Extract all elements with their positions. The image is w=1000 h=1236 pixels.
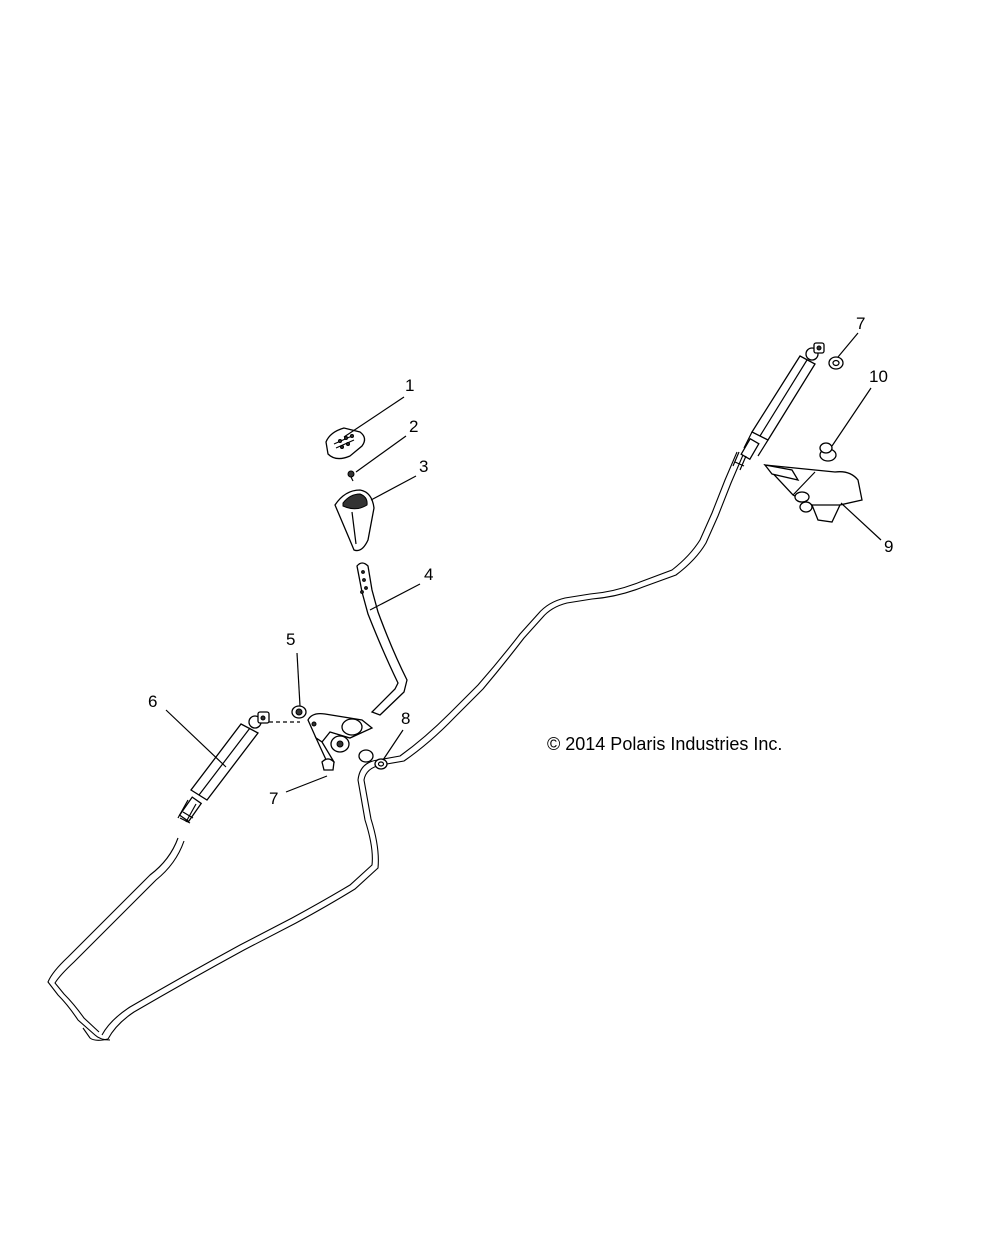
callout-5: 5 (286, 630, 296, 649)
shift-lever (356, 562, 408, 716)
leader-lines (165, 332, 882, 793)
callout-3: 3 (419, 457, 429, 476)
cable-end-lower (177, 711, 300, 824)
cable-end-upper (732, 342, 825, 471)
callout-8: 8 (401, 709, 411, 728)
shift-knob-insert (325, 427, 366, 460)
callout-1: 1 (405, 376, 415, 395)
callout-4: 4 (424, 565, 434, 584)
callout-2: 2 (409, 417, 419, 436)
callout-6: 6 (148, 692, 158, 711)
copyright-notice: © 2014 Polaris Industries Inc. (547, 734, 783, 754)
callout-7-lower: 7 (269, 789, 279, 808)
callout-10: 10 (869, 367, 888, 386)
nut-pivot (291, 705, 307, 719)
knob-screw (347, 470, 355, 482)
callout-9: 9 (884, 537, 894, 556)
washer (358, 749, 388, 770)
nut-upper (828, 356, 844, 370)
shift-knob (334, 489, 375, 552)
pivot-bracket (307, 712, 374, 771)
shift-cable (47, 451, 744, 1041)
cable-bracket (763, 442, 863, 523)
callout-7-upper: 7 (856, 314, 866, 333)
